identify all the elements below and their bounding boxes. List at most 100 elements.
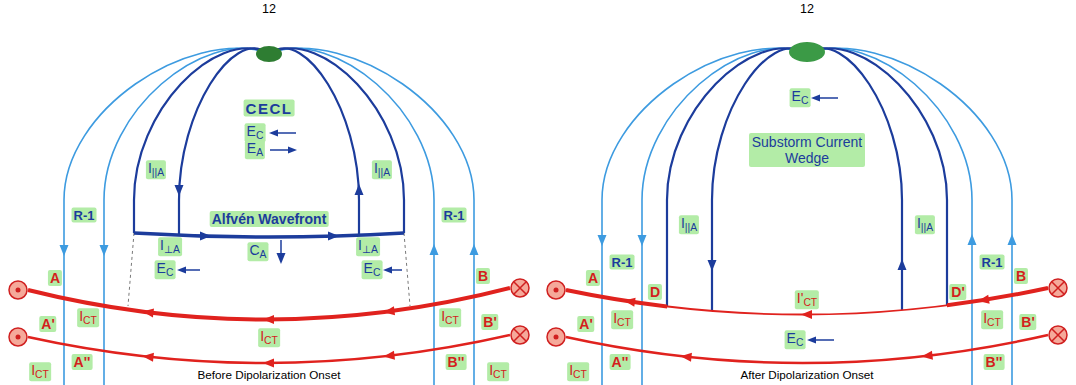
right-panel-art — [1049, 326, 1067, 344]
point-letter: A — [586, 270, 600, 286]
left-panel-art — [142, 307, 154, 317]
current-symbol: ICT — [77, 308, 99, 327]
right-panel-art — [1049, 279, 1067, 297]
point-letter: A'' — [72, 354, 93, 370]
point-letter: A' — [39, 316, 56, 332]
cross-tail-current-line — [566, 288, 1048, 363]
symbol-base: C — [249, 242, 259, 258]
left-panel-art — [9, 46, 529, 385]
clock-hour-label: 12 — [538, 3, 1076, 17]
light-blue-arrowhead — [598, 234, 1017, 246]
left-panel-art — [142, 352, 154, 362]
current-system-name: R-1 — [442, 208, 467, 223]
light-blue-arrowhead — [60, 244, 479, 256]
left-panel-art — [404, 233, 410, 306]
symbol-subscript: C — [166, 267, 173, 278]
point-letter: A — [48, 270, 62, 286]
current-system-name: R-1 — [72, 208, 97, 223]
red-arrowhead — [142, 306, 395, 367]
left-panel-art — [200, 232, 211, 241]
left-panel-art — [9, 328, 27, 346]
left-panel-art — [179, 48, 266, 236]
symbol-subscript: ⊥A — [362, 244, 378, 255]
region-name: Substorm Current Wedge — [749, 133, 865, 167]
left-panel-art — [511, 326, 529, 344]
right-panel-art — [810, 48, 972, 385]
symbol-base: I — [917, 215, 921, 231]
symbol-subscript: ⊥A — [164, 244, 180, 255]
symbol-subscript: CT — [35, 369, 49, 380]
field-symbol: EA — [245, 140, 265, 159]
right-panel-art — [1052, 329, 1064, 341]
symbol-base: I — [613, 310, 617, 326]
symbol-base: E — [792, 88, 801, 104]
left-panel-art — [175, 185, 184, 196]
left-panel-art — [430, 244, 439, 255]
current-symbol: ICT — [439, 308, 461, 327]
polar-cap — [789, 42, 825, 62]
left-panel-art — [269, 130, 278, 137]
current-direction-symbol — [547, 279, 1067, 346]
symbol-subscript: ||A — [685, 222, 697, 233]
right-panel-art — [547, 42, 1067, 385]
current-symbol: ICT — [567, 362, 589, 381]
symbol-base: I — [681, 215, 685, 231]
right-panel-art — [566, 335, 1048, 363]
symbol-base: E — [247, 140, 256, 156]
right-panel-art — [602, 48, 804, 385]
point-letter: B' — [1019, 314, 1036, 330]
right-panel-art — [598, 235, 607, 246]
right-panel-art — [566, 288, 1048, 315]
left-panel-art — [383, 306, 395, 316]
symbol-subscript: CT — [987, 317, 1001, 328]
symbol-base: I — [148, 160, 152, 176]
alfven-field-line — [134, 48, 404, 236]
left-panel-art — [263, 359, 274, 368]
symbol-base: E — [787, 330, 796, 346]
right-panel-art — [810, 48, 1012, 385]
symbol-subscript: CT — [617, 317, 631, 328]
current-symbol: I'CT — [795, 290, 819, 309]
region1-field-line — [602, 48, 1012, 385]
right-panel-art — [898, 259, 907, 270]
polar-cap — [256, 46, 282, 62]
symbol-base: I — [374, 160, 378, 176]
symbol-subscript: CT — [83, 315, 97, 326]
symbol-base: I' — [797, 290, 804, 306]
right-panel-art — [810, 48, 947, 305]
right-panel-art — [638, 235, 647, 246]
left-panel-art — [185, 269, 200, 271]
current-symbol: I⊥A — [158, 237, 182, 256]
left-panel-art — [355, 184, 364, 195]
right-panel-art — [810, 48, 902, 310]
current-symbol: ICT — [258, 328, 280, 347]
symbol-subscript: C — [801, 95, 808, 106]
panel-caption: After Dipolarization Onset — [538, 369, 1076, 382]
symbol-subscript: ||A — [378, 167, 390, 178]
current-symbol: ICT — [29, 362, 51, 381]
symbol-base: I — [31, 362, 35, 378]
current-system-name: R-1 — [980, 255, 1005, 270]
right-panel-art — [554, 288, 559, 293]
symbol-base: I — [79, 308, 83, 324]
right-panel-art — [547, 281, 565, 299]
panel-caption: Before Dipolarization Onset — [0, 369, 538, 382]
right-panel-art — [708, 260, 717, 271]
point-letter: A' — [577, 316, 594, 332]
point-letter: B'' — [984, 354, 1005, 370]
right-panel-art — [1052, 282, 1064, 294]
field-vector-arrow — [185, 133, 402, 270]
point-letter: D' — [949, 284, 966, 300]
left-panel-art — [134, 48, 266, 233]
left-panel-art — [280, 240, 282, 254]
left-panel-art — [288, 147, 297, 154]
magnetosphere-outline — [6, 22, 532, 385]
right-panel-art — [811, 95, 820, 102]
left-panel-art — [277, 253, 286, 264]
symbol-subscript: A — [260, 249, 267, 260]
field-symbol: EC — [790, 88, 811, 107]
current-direction-symbol — [9, 279, 529, 346]
cross-tail-current-line — [28, 288, 510, 363]
